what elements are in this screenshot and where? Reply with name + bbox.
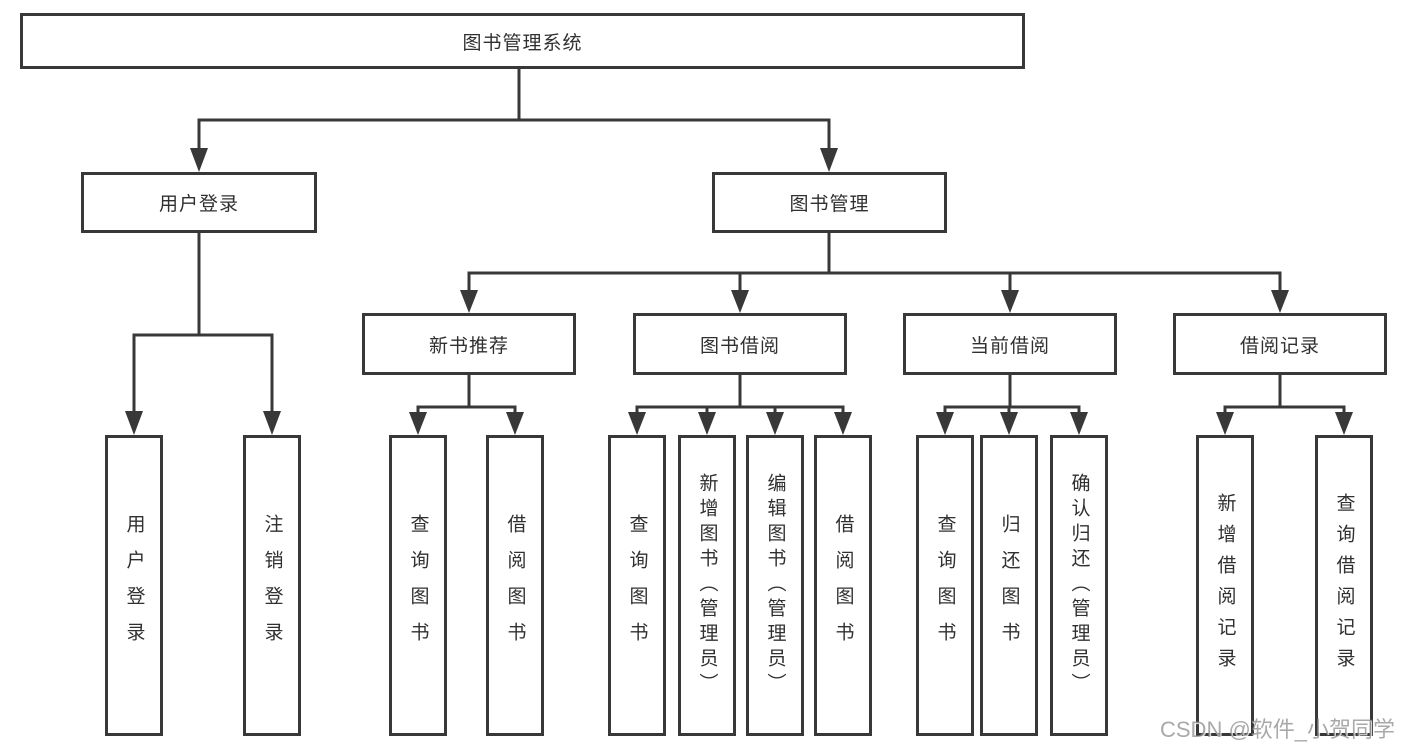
node-user-login: 用户登录 [81, 172, 317, 233]
node-new-book-recommendation-label: 新书推荐 [428, 335, 509, 357]
leaf-user-login: 用户登录 [105, 435, 163, 736]
node-new-book-recommendation: 新书推荐 [362, 313, 576, 375]
leaf-return-books: 归还图书 [980, 435, 1038, 736]
leaf-query-books-borrowing: 查询图书 [608, 435, 666, 736]
node-borrowing-records-label: 借阅记录 [1239, 335, 1320, 357]
leaf-confirm-return-admin: 确认归还（管理员） [1050, 435, 1108, 736]
leaf-edit-book-admin-label: 编辑图书（管理员） [764, 473, 786, 698]
leaf-return-books-label: 归还图书 [998, 513, 1020, 658]
leaf-query-books-recommend: 查询图书 [389, 435, 447, 736]
leaf-query-books-current: 查询图书 [916, 435, 974, 736]
node-user-login-label: 用户登录 [158, 194, 239, 215]
node-book-management: 图书管理 [712, 172, 947, 233]
leaf-confirm-return-admin-label: 确认归还（管理员） [1068, 473, 1090, 698]
leaf-add-borrow-record-label: 新增借阅记录 [1214, 492, 1236, 679]
leaf-borrow-books-recommend-label: 借阅图书 [504, 513, 526, 658]
leaf-edit-book-admin: 编辑图书（管理员） [746, 435, 804, 736]
node-book-management-label: 图书管理 [789, 194, 870, 215]
leaf-logout-label: 注销登录 [261, 513, 283, 658]
node-root-label: 图书管理系统 [462, 32, 583, 54]
leaf-borrow-books-recommend: 借阅图书 [486, 435, 544, 736]
leaf-query-borrow-record-label: 查询借阅记录 [1333, 492, 1355, 679]
leaf-query-books-borrowing-label: 查询图书 [626, 513, 648, 658]
node-book-borrowing-label: 图书借阅 [699, 335, 780, 357]
leaf-logout: 注销登录 [243, 435, 301, 736]
watermark: CSDN @软件_小贺同学 [1160, 717, 1396, 742]
leaf-query-books-current-label: 查询图书 [934, 513, 956, 658]
node-current-borrowing: 当前借阅 [903, 313, 1117, 375]
leaf-add-borrow-record: 新增借阅记录 [1196, 435, 1254, 736]
node-book-borrowing: 图书借阅 [633, 313, 847, 375]
leaf-borrow-books-borrowing: 借阅图书 [814, 435, 872, 736]
leaf-query-books-recommend-label: 查询图书 [407, 513, 429, 658]
node-root: 图书管理系统 [20, 13, 1025, 69]
node-borrowing-records: 借阅记录 [1173, 313, 1387, 375]
leaf-query-borrow-record: 查询借阅记录 [1315, 435, 1373, 736]
leaf-user-login-label: 用户登录 [123, 513, 145, 658]
leaf-borrow-books-borrowing-label: 借阅图书 [832, 513, 854, 658]
node-current-borrowing-label: 当前借阅 [969, 335, 1050, 357]
leaf-add-book-admin-label: 新增图书（管理员） [696, 473, 718, 698]
leaf-add-book-admin: 新增图书（管理员） [678, 435, 736, 736]
